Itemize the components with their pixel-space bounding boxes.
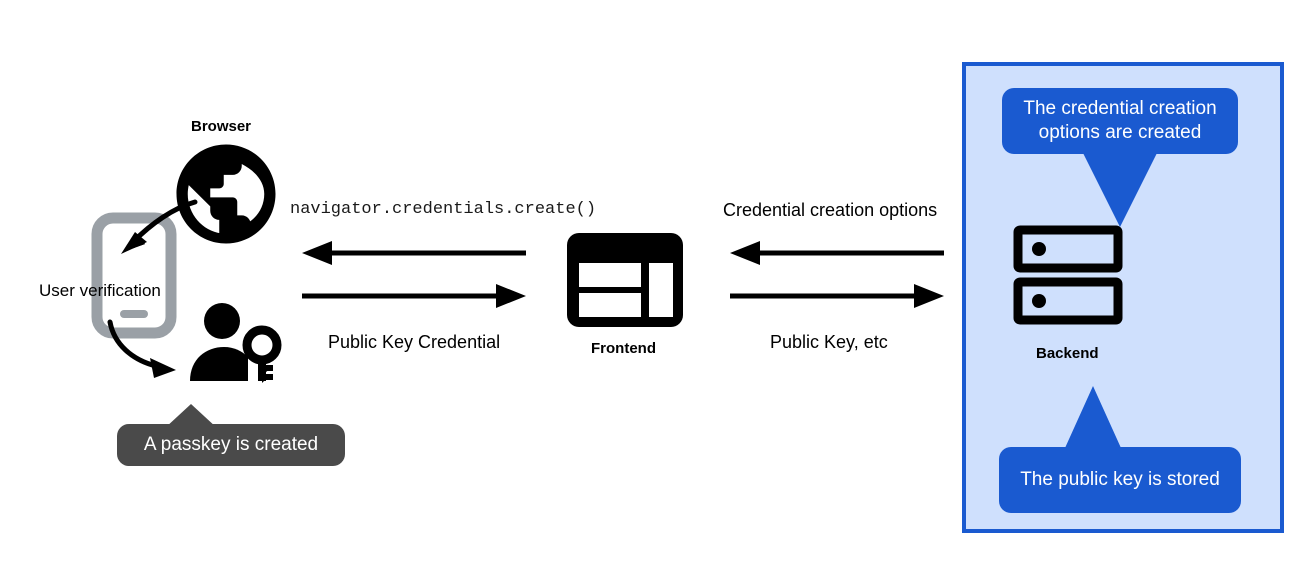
layout-dashboard-icon [565, 231, 685, 329]
credential-options-created-callout: The credential creation options are crea… [1002, 88, 1238, 154]
public-key-etc-label: Public Key, etc [770, 332, 888, 352]
frontend-label: Frontend [591, 340, 656, 357]
arrow-frontend-to-browser [300, 240, 528, 266]
credential-creation-options-label: Credential creation options [723, 200, 938, 220]
passkey-created-callout: A passkey is created [117, 424, 345, 466]
arrow-frontend-to-backend [728, 283, 946, 309]
server-rack-icon [1013, 225, 1123, 326]
browser-label: Browser [191, 118, 252, 135]
public-key-credential-label: Public Key Credential [328, 332, 501, 352]
arrow-browser-to-frontend [300, 283, 528, 309]
credential-options-callout-tail [1083, 153, 1157, 227]
navigator-create-label: navigator.credentials.create() [290, 200, 597, 219]
public-key-stored-callout-tail [1065, 386, 1121, 448]
user-verification-label: User verification [39, 281, 161, 300]
backend-label: Backend [1036, 345, 1099, 362]
user-with-key-icon [186, 303, 284, 385]
arrow-backend-to-frontend [728, 240, 946, 266]
globe-icon [172, 140, 280, 248]
public-key-stored-callout: The public key is stored [999, 447, 1241, 513]
arrow-browser-to-phone [95, 190, 205, 270]
phone-icon [91, 212, 177, 339]
arrow-phone-to-user [104, 318, 204, 388]
